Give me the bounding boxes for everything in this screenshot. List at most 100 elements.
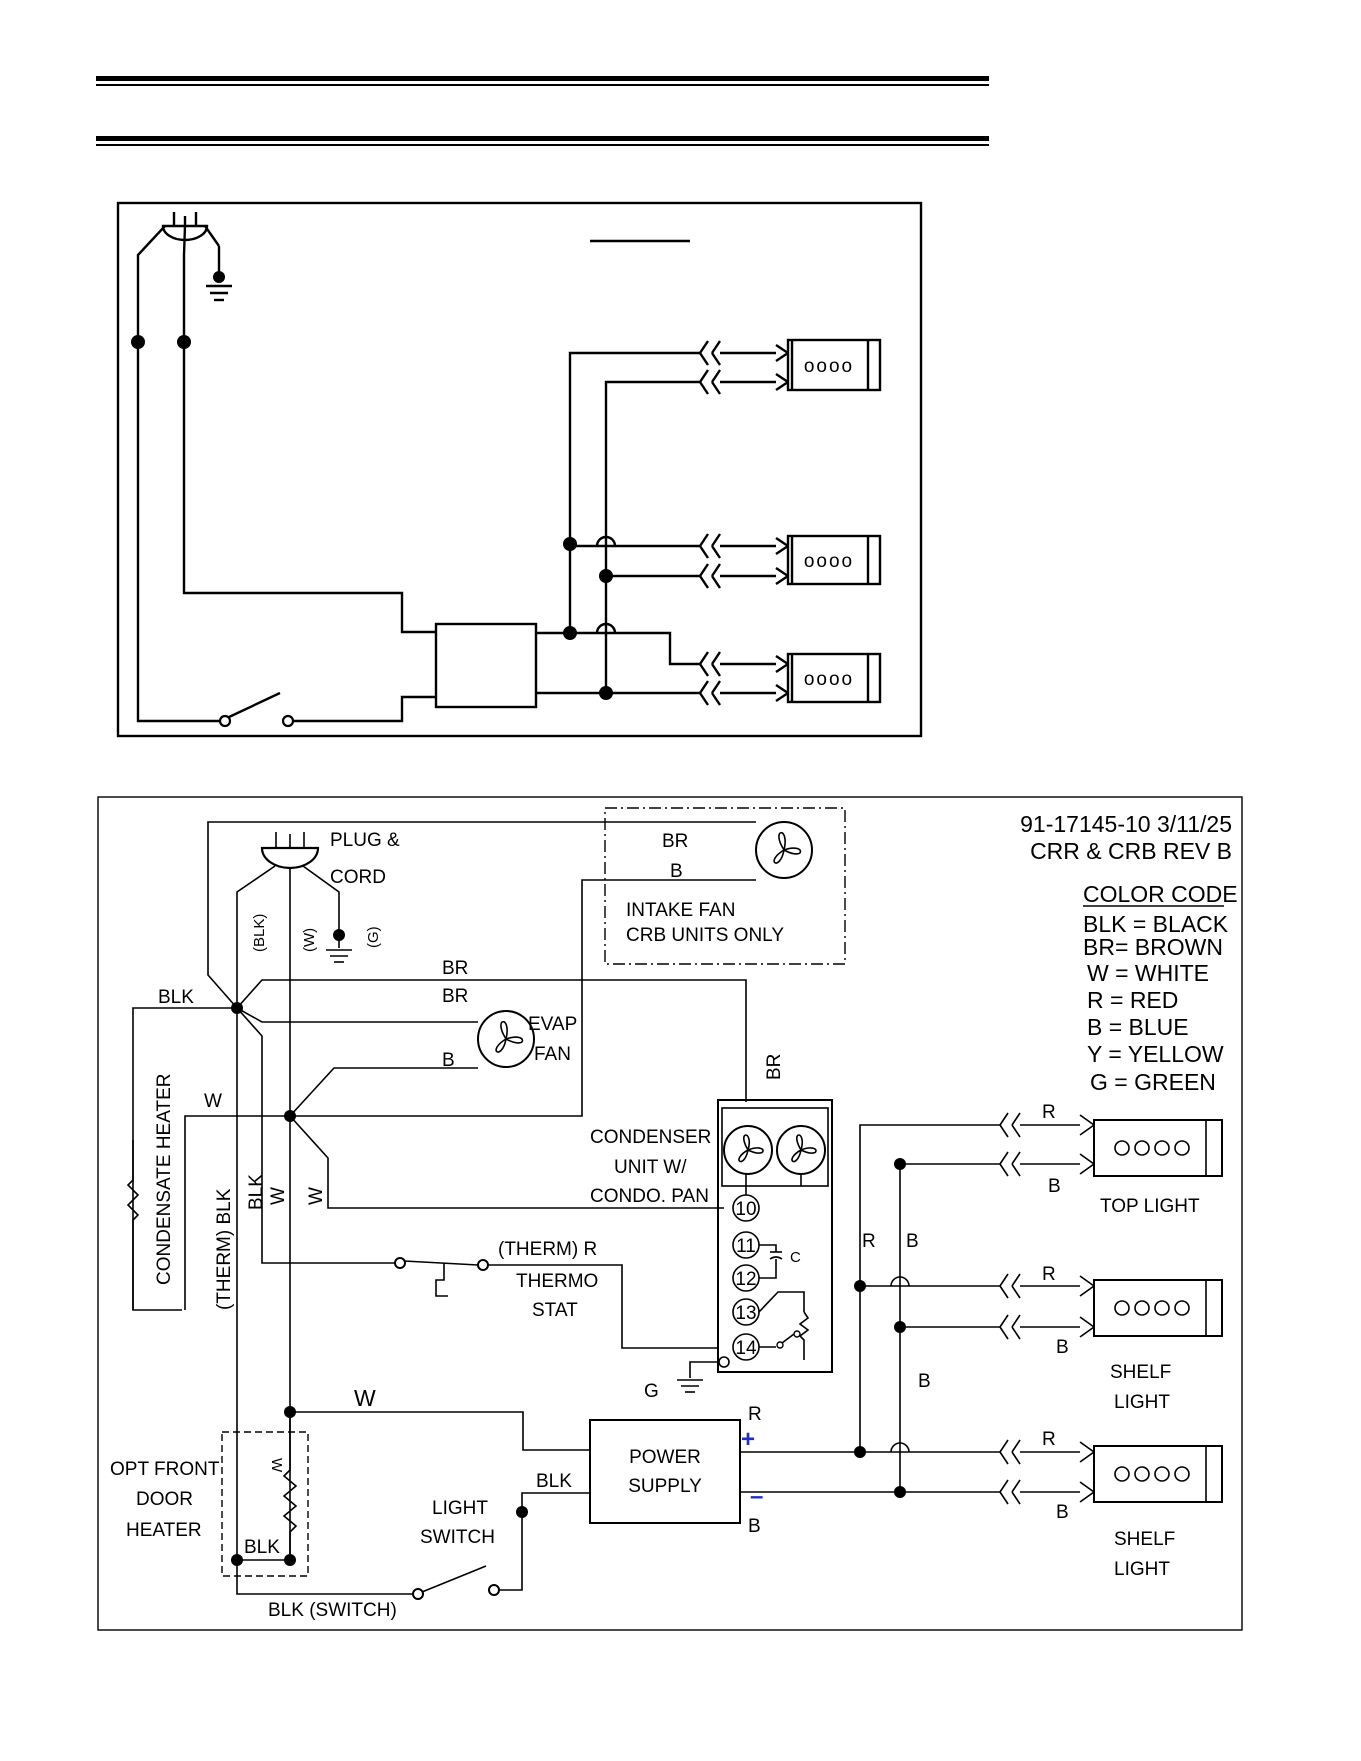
lamp-label: oooo — [804, 551, 854, 572]
wire-label: W — [268, 1458, 285, 1473]
terminal-label: 14 — [735, 1338, 757, 1359]
light-switch-label: LIGHT — [432, 1498, 488, 1519]
wire-label: (BLK) — [251, 914, 268, 952]
plug-label: CORD — [330, 867, 386, 888]
intake-fan-label: INTAKE FAN — [626, 900, 735, 921]
condenser-label: UNIT W/ — [614, 1157, 687, 1178]
color-code-title: COLOR CODE — [1083, 881, 1238, 907]
top-light-label: TOP LIGHT — [1100, 1196, 1200, 1217]
color-code-entry: G = GREEN — [1090, 1069, 1216, 1095]
power-supply-label: POWER — [629, 1447, 701, 1468]
wire-label: BR — [442, 986, 468, 1007]
color-code-entry: R = RED — [1087, 987, 1178, 1013]
wire-label: R — [1042, 1429, 1056, 1450]
terminal-label: 12 — [735, 1269, 756, 1290]
top-lamp-2: oooo — [699, 533, 882, 589]
wire-label: B — [442, 1050, 455, 1071]
wire-label: B — [1048, 1176, 1061, 1197]
lamp-label: oooo — [804, 356, 854, 377]
header-rules — [96, 76, 989, 146]
top-lamp-1: oooo — [699, 338, 882, 395]
lamp-label: oooo — [804, 669, 854, 690]
wire-label: BR — [442, 958, 468, 979]
top-light: R B TOP LIGHT — [999, 1102, 1223, 1217]
color-code-entry: W = WHITE — [1087, 960, 1209, 986]
shelf-light-label: LIGHT — [1114, 1392, 1170, 1413]
power-supply-label: SUPPLY — [628, 1476, 702, 1497]
door-heater-label: DOOR — [136, 1489, 193, 1510]
wire-label: R — [1042, 1102, 1056, 1123]
wire-label: BR — [662, 831, 688, 852]
condenser-label: CONDO. PAN — [590, 1186, 709, 1207]
top-diagram-border — [116, 201, 923, 738]
wire-label: (W) — [301, 928, 318, 952]
top-power-box — [434, 622, 538, 709]
shelf-light-label: SHELF — [1114, 1529, 1175, 1550]
color-code-legend: COLOR CODE BLK = BLACK BR= BROWN W = WHI… — [1083, 881, 1238, 1095]
wire-label: W — [306, 1187, 327, 1205]
minus-sign: – — [750, 1483, 763, 1510]
color-code-entry: BLK = BLACK — [1083, 911, 1229, 937]
plus-sign: + — [741, 1426, 755, 1453]
terminal-label: 13 — [735, 1303, 756, 1324]
condenser-unit-box — [717, 1099, 833, 1373]
bottom-diagram: 91-17145-10 3/11/25 CRR & CRB REV B COLO… — [97, 796, 1243, 1631]
top-lamp-3: oooo — [699, 651, 882, 706]
switch-icon — [218, 691, 295, 728]
wire-label: B — [670, 861, 683, 882]
top-diagram: oooo oooo oooo — [116, 201, 923, 738]
shelf-light-label: SHELF — [1110, 1362, 1171, 1383]
color-code-entry: B = BLUE — [1087, 1014, 1189, 1040]
doc-model: CRR & CRB REV B — [1030, 838, 1232, 864]
ground-icon — [204, 225, 232, 302]
evap-fan-label: EVAP — [528, 1014, 577, 1035]
thermostat-label: THERMO — [516, 1271, 598, 1292]
wire-label: R — [748, 1404, 762, 1425]
condenser-fan-icon — [723, 1125, 826, 1175]
wire-label: B — [1056, 1502, 1069, 1523]
wire-label: (THERM) BLK — [214, 1188, 235, 1310]
wire-label: W — [268, 1187, 289, 1205]
evap-fan-label: FAN — [534, 1044, 571, 1065]
wire-label: B — [906, 1231, 919, 1252]
wire-label: BLK — [158, 987, 194, 1008]
wire-label: W — [204, 1091, 222, 1112]
shelf-light-label: LIGHT — [1114, 1559, 1170, 1580]
wire-label: BLK — [246, 1174, 267, 1210]
capacitor-label: C — [790, 1249, 801, 1266]
terminal-label: 11 — [736, 1236, 756, 1257]
bottom-diagram-border — [97, 796, 1243, 1631]
wire-label: W — [354, 1385, 376, 1411]
power-supply-box — [589, 1419, 741, 1524]
shelf-light-1: R B SHELF LIGHT — [999, 1264, 1223, 1413]
door-heater-label: OPT FRONT — [110, 1459, 220, 1480]
wire-label: (G) — [365, 926, 382, 948]
wire-label: B — [748, 1516, 761, 1537]
wire-label: G — [644, 1381, 659, 1402]
doc-number: 91-17145-10 3/11/25 — [1020, 811, 1232, 837]
wire-label: BLK — [244, 1537, 280, 1558]
wire-label: R — [1042, 1264, 1056, 1285]
wire-label: BLK (SWITCH) — [268, 1600, 397, 1621]
wire-label: R — [862, 1231, 876, 1252]
evap-fan-icon — [477, 1010, 535, 1068]
thermostat-label: STAT — [532, 1300, 578, 1321]
condenser-label: CONDENSER — [590, 1127, 711, 1148]
color-code-entry: Y = YELLOW — [1087, 1041, 1224, 1067]
door-heater-label: HEATER — [126, 1520, 202, 1541]
intake-fan-icon — [755, 821, 813, 879]
shelf-light-2: R B SHELF LIGHT — [999, 1429, 1223, 1580]
wire-label: (THERM) R — [498, 1239, 597, 1260]
terminal-block: 10 11 12 13 14 C — [718, 1194, 810, 1368]
wire-label: B — [1056, 1337, 1069, 1358]
door-heater-box — [221, 1431, 309, 1577]
thermostat-icon — [394, 1257, 489, 1297]
terminal-label: 10 — [735, 1199, 756, 1220]
plug-label: PLUG & — [330, 830, 400, 851]
color-code-entry: BR= BROWN — [1083, 934, 1223, 960]
condensate-heater-label: CONDENSATE HEATER — [154, 1074, 175, 1286]
intake-fan-box — [604, 807, 846, 965]
plug-icon — [260, 832, 320, 870]
wire-label: BLK — [536, 1471, 572, 1492]
